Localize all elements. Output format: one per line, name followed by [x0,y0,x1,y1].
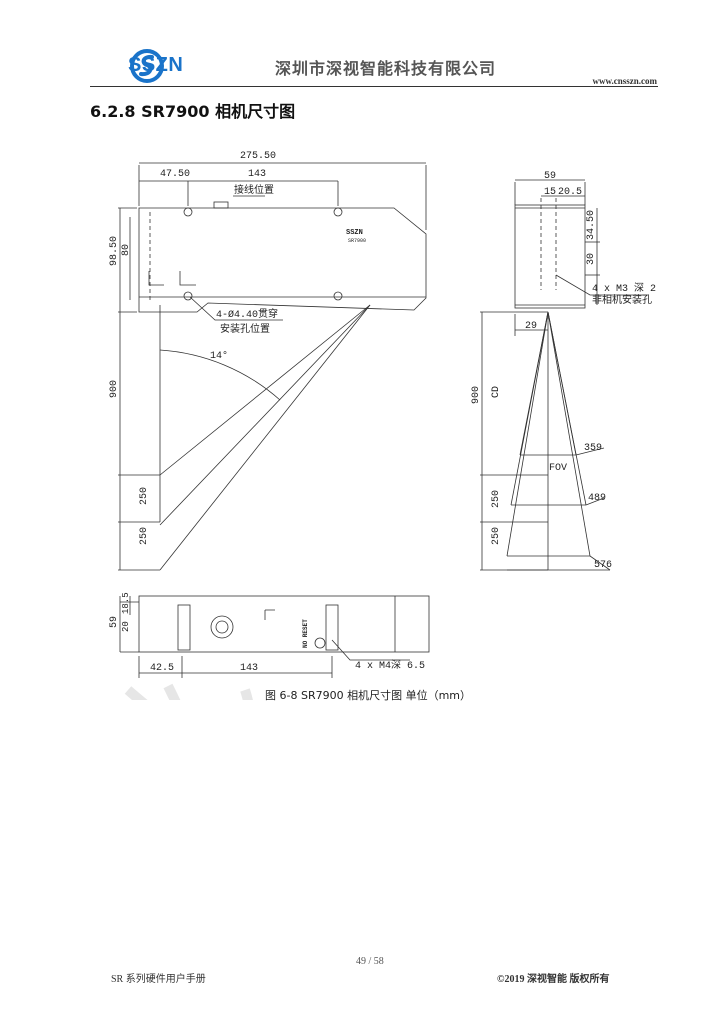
screw-note-2: 非相机安装孔 [592,293,652,307]
bottom-screw-note: 4 x M4深 6.5 [355,659,425,672]
figure-caption: 图 6-8 SR7900 相机尺寸图 单位（mm） [265,689,472,702]
sszn-logo-icon [130,49,164,83]
dim-outer: 98.50 [109,236,120,266]
angle-arc [159,349,281,401]
dim-total: 275.50 [240,151,276,162]
angle-label: 14° [210,350,228,362]
hole-note-1: 4-Ø4.40贯穿 [216,307,278,321]
end-range: 900 [471,386,482,404]
end-fov: FOV [549,463,567,474]
bottom-span: 143 [240,663,258,674]
end-hole-pitch: 15 [544,187,556,198]
note-wire: 接线位置 [234,183,274,197]
watermark [124,683,253,700]
bottom-h: 59 [109,616,120,628]
header-rule [90,86,658,87]
end-width: 59 [544,171,556,182]
hole-note-2: 安装孔位置 [220,322,270,336]
end-offset: 29 [525,321,537,332]
dim-far: 250 [139,527,150,545]
end-hole-edge: 20.5 [558,187,582,198]
bottom-view-body [138,595,430,653]
end-v2: 30 [586,253,597,265]
side-view-body [138,207,427,313]
camera-model: SR7900 [348,238,366,244]
end-w1: 359 [584,443,602,454]
bottom-h1: 18.5 [121,592,131,614]
end-view-body [514,204,586,309]
screw-note-1: 4 x M3 深 2 [592,282,656,295]
bottom-rotated-text: NO RESET [302,619,309,648]
dim-left: 47.50 [160,169,190,180]
website: www.cnsszn.com [592,76,658,86]
end-w3: 576 [594,560,612,571]
page-number: 49 / 58 [356,956,384,967]
footer-copyright: ©2019 深视智能 版权所有 [497,974,610,985]
bottom-left: 42.5 [150,663,174,674]
camera-label: SSZN [346,229,363,237]
end-w2: 489 [588,493,606,504]
end-cd: CD [491,386,502,398]
dim-inner: 80 [121,244,132,256]
end-near: 250 [491,490,502,508]
section-title: 6.2.8 SR7900 相机尺寸图 [90,102,296,121]
company-name: 深圳市深视智能科技有限公司 [275,59,497,78]
dimension-drawing: 275.50 47.50 143 接线位置 SSZN SR7900 98.50 … [109,151,656,700]
bottom-h2: 20 [121,621,131,632]
end-v1: 34.50 [586,210,597,240]
logo-text: SSZN [128,54,184,76]
dim-near: 250 [139,487,150,505]
dim-span: 143 [248,169,266,180]
dim-range: 900 [109,380,120,398]
end-far: 250 [491,527,502,545]
footer-manual-title: SR 系列硬件用户手册 [111,974,206,985]
